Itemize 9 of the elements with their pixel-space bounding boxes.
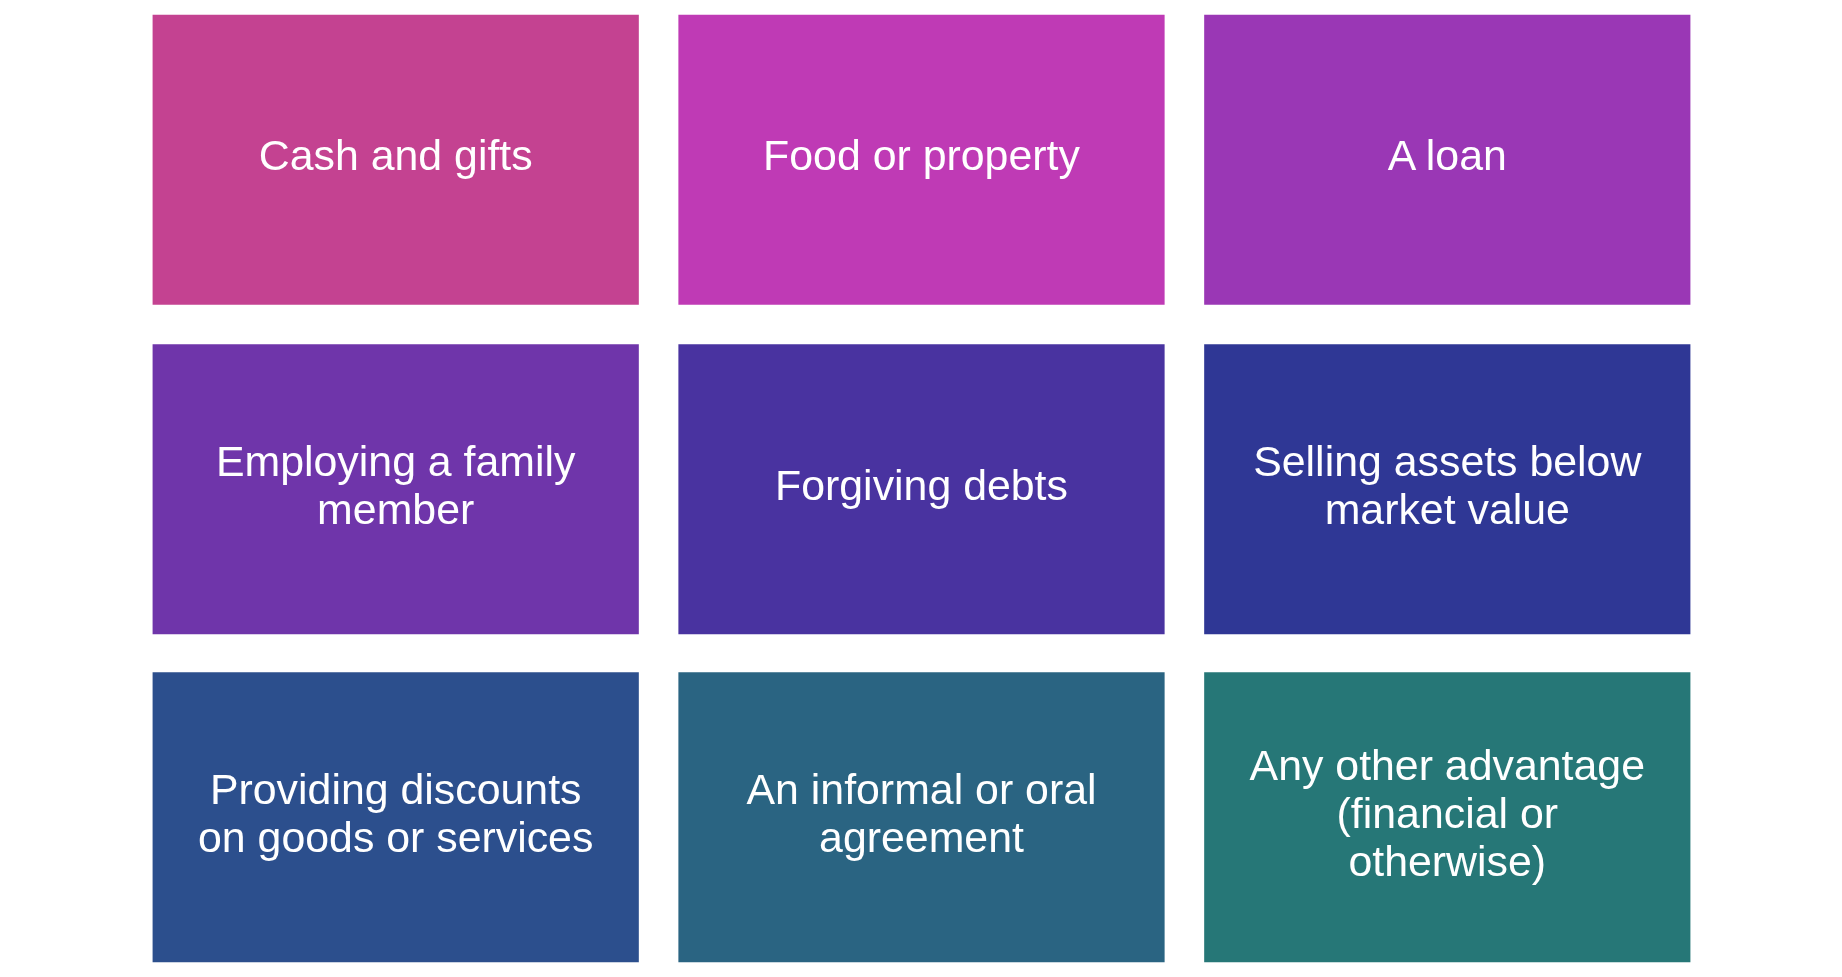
node-box: Selling assets below market value — [1203, 344, 1690, 635]
node-box: Forgiving debts — [677, 344, 1165, 635]
node-box: An informal or oral agreement — [677, 672, 1165, 963]
node-box: Cash and gifts — [152, 14, 639, 305]
node-box: Providing discounts on goods or services — [152, 672, 639, 963]
node-box: Any other advantage (financial or otherwise) — [1203, 672, 1690, 963]
node-box: A loan — [1203, 14, 1690, 305]
node-box: Food or property — [677, 14, 1165, 305]
node-box: Employing a family member — [152, 344, 639, 635]
